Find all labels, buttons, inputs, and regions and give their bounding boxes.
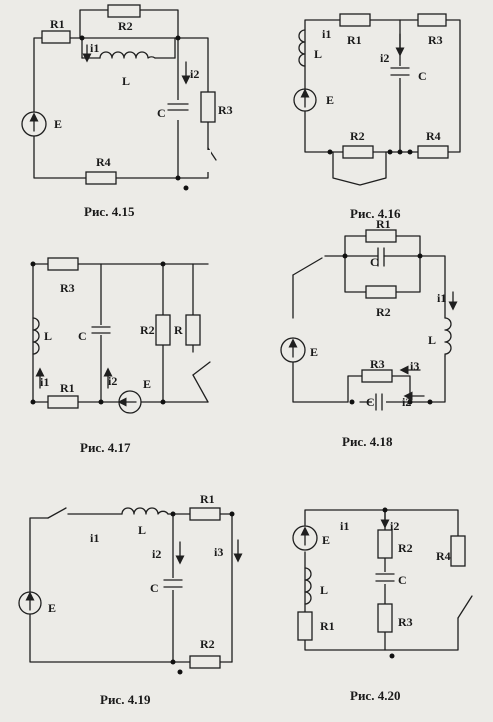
- label-r2: R2: [200, 637, 215, 651]
- resistor-r3: [47, 257, 79, 271]
- switch: [47, 507, 67, 519]
- label-l: L: [138, 523, 146, 537]
- label-r1: R1: [320, 619, 335, 633]
- label-r4: R4: [436, 549, 451, 563]
- circuit-4-17: R3 L C R2 R i1 R1 i2 E Рис. 4.17: [30, 257, 211, 455]
- resistor-r1: [189, 507, 221, 521]
- resistor-r1: [41, 30, 71, 44]
- label-i2: i2: [390, 519, 399, 533]
- label-i1: i1: [90, 531, 99, 545]
- label-l: L: [428, 333, 436, 347]
- resistor-r4: [450, 535, 466, 567]
- resistor-r1: [47, 395, 79, 409]
- circuit-4-19: i1 L R1 i2 i3 C E R2 Рис. 4.19: [18, 492, 243, 707]
- resistor-r1: [297, 611, 313, 641]
- label-r4: R4: [96, 155, 111, 169]
- inductor-l: [298, 29, 306, 67]
- label-r1: R1: [347, 33, 362, 47]
- label-r1: R1: [376, 217, 391, 231]
- label-r1: R1: [50, 17, 65, 31]
- label-i3: i3: [410, 359, 419, 373]
- resistor-r4: [85, 171, 117, 185]
- resistor-r2: [377, 529, 393, 559]
- label-r2: R2: [376, 305, 391, 319]
- label-r1: R1: [200, 492, 215, 506]
- resistor-r2: [155, 314, 171, 346]
- label-r3: R3: [218, 103, 233, 117]
- label-c: C: [150, 581, 159, 595]
- switch: [457, 595, 473, 619]
- label-r2: R2: [118, 19, 133, 33]
- switch: [292, 257, 323, 276]
- label-c: C: [78, 329, 87, 343]
- label-e: E: [143, 377, 151, 391]
- resistor-r3: [377, 603, 393, 633]
- label-c: C: [157, 106, 166, 120]
- label-e: E: [310, 345, 318, 359]
- label-l: L: [44, 329, 52, 343]
- label-r3: R3: [60, 281, 75, 295]
- label-c-bottom: C: [366, 395, 375, 409]
- caption-4-20: Рис. 4.20: [350, 688, 400, 703]
- label-c: C: [418, 69, 427, 83]
- label-l: L: [314, 47, 322, 61]
- resistor-r2: [342, 145, 374, 159]
- inductor-l: [444, 317, 452, 357]
- label-i1: i1: [90, 41, 99, 55]
- resistor-r2: [365, 285, 397, 299]
- label-e: E: [326, 93, 334, 107]
- inductor-l: [32, 317, 40, 355]
- label-i2: i2: [152, 547, 161, 561]
- resistor-r1: [365, 229, 397, 243]
- switch: [192, 361, 211, 376]
- label-e: E: [48, 601, 56, 615]
- resistor-r4: [417, 145, 449, 159]
- label-i2: i2: [190, 67, 199, 81]
- label-r3: R3: [398, 615, 413, 629]
- inductor-l: [304, 567, 312, 605]
- circuit-4-16: i1 R1 R3 L i2 C E R2 R4 Рис. 4.16: [293, 13, 461, 221]
- resistor-r3: [200, 91, 216, 123]
- label-e: E: [322, 533, 330, 547]
- label-r: R: [174, 323, 183, 337]
- label-i3: i3: [214, 545, 223, 559]
- label-i1: i1: [340, 519, 349, 533]
- label-r1: R1: [60, 381, 75, 395]
- label-i2: i2: [380, 51, 389, 65]
- circuit-4-15: R1 R2 i1 L i2 C R3 E R4 Рис. 4.15: [21, 4, 233, 219]
- circuit-4-20: i1 i2 E R2 R4 C L R3 R1 Рис. 4.20: [292, 507, 473, 703]
- resistor-r2: [189, 655, 221, 669]
- resistor-r1: [339, 13, 371, 27]
- resistor-r3: [417, 13, 447, 27]
- inductor-l: [121, 507, 169, 515]
- label-l: L: [320, 583, 328, 597]
- resistor-r2: [107, 4, 141, 18]
- label-i1: i1: [322, 27, 331, 41]
- label-i1: i1: [40, 375, 49, 389]
- label-e: E: [54, 117, 62, 131]
- label-i2: i2: [402, 395, 411, 409]
- label-c-top: C: [370, 255, 379, 269]
- label-r4: R4: [426, 129, 441, 143]
- label-r2: R2: [140, 323, 155, 337]
- caption-4-16: Рис. 4.16: [350, 206, 401, 221]
- label-c: C: [398, 573, 407, 587]
- inductor-l: [99, 51, 156, 59]
- caption-4-17: Рис. 4.17: [80, 440, 131, 455]
- caption-4-15: Рис. 4.15: [84, 204, 135, 219]
- label-r2: R2: [350, 129, 365, 143]
- label-r2: R2: [398, 541, 413, 555]
- label-i2: i2: [108, 374, 117, 388]
- label-i1: i1: [437, 291, 446, 305]
- label-l: L: [122, 74, 130, 88]
- caption-4-18: Рис. 4.18: [342, 434, 393, 449]
- circuit-4-18: R1 C R2 i1 L E R3 i3 C i2 Рис. 4.18: [280, 217, 458, 449]
- resistor-r3: [361, 369, 393, 383]
- label-r3: R3: [428, 33, 443, 47]
- resistor-r: [185, 314, 201, 346]
- caption-4-19: Рис. 4.19: [100, 692, 151, 707]
- label-r3: R3: [370, 357, 385, 371]
